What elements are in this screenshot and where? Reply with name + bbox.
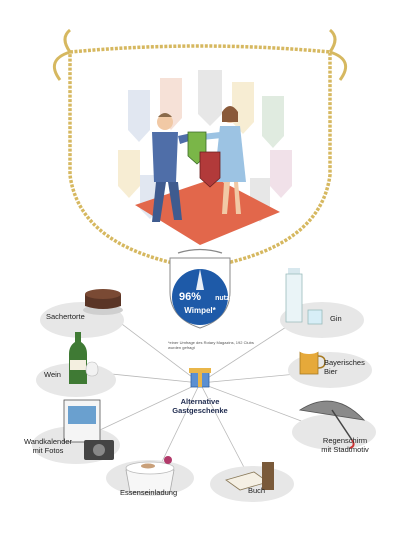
label-essen: Essenseinladung — [120, 488, 178, 497]
stat-footnote: *einer Umfrage des Rotary Magazins, 192 … — [168, 340, 254, 350]
sachertorte-icon — [83, 289, 123, 315]
connector-lines — [91, 314, 319, 476]
umbrella-icon — [298, 400, 366, 449]
dinner-table-icon — [125, 456, 175, 493]
woman-figure — [202, 106, 246, 214]
gin-icon — [285, 268, 323, 325]
stat-pennant — [169, 248, 231, 329]
center-label: Alternative Gastgeschenke — [172, 397, 228, 415]
calendar-camera-icon — [63, 399, 114, 460]
label-kalender: Wandkalender mit Fotos — [23, 437, 73, 455]
background-pennants — [118, 70, 292, 222]
red-pennant — [199, 151, 221, 188]
label-sachertorte: Sachertorte — [46, 312, 85, 321]
stat-circle — [172, 269, 228, 325]
stat-line2: Wimpel* — [184, 306, 216, 315]
label-gin: Gin — [330, 314, 342, 323]
label-regenschirm: Regenschirm mit Stadtmotiv — [321, 436, 369, 454]
rope-tassel-left — [63, 28, 72, 53]
beer-icon — [298, 344, 326, 375]
label-bier: Bayerisches Bier — [324, 358, 365, 376]
label-buch: Buch — [248, 486, 266, 495]
stat-line1: nutzen — [215, 295, 238, 302]
wine-icon — [69, 332, 99, 384]
stat-percent: 96% — [179, 291, 201, 303]
rope-tassel-right — [328, 28, 337, 53]
gift-box-icon — [189, 368, 211, 388]
book-icon — [225, 462, 274, 491]
label-wein: Wein — [44, 370, 61, 379]
